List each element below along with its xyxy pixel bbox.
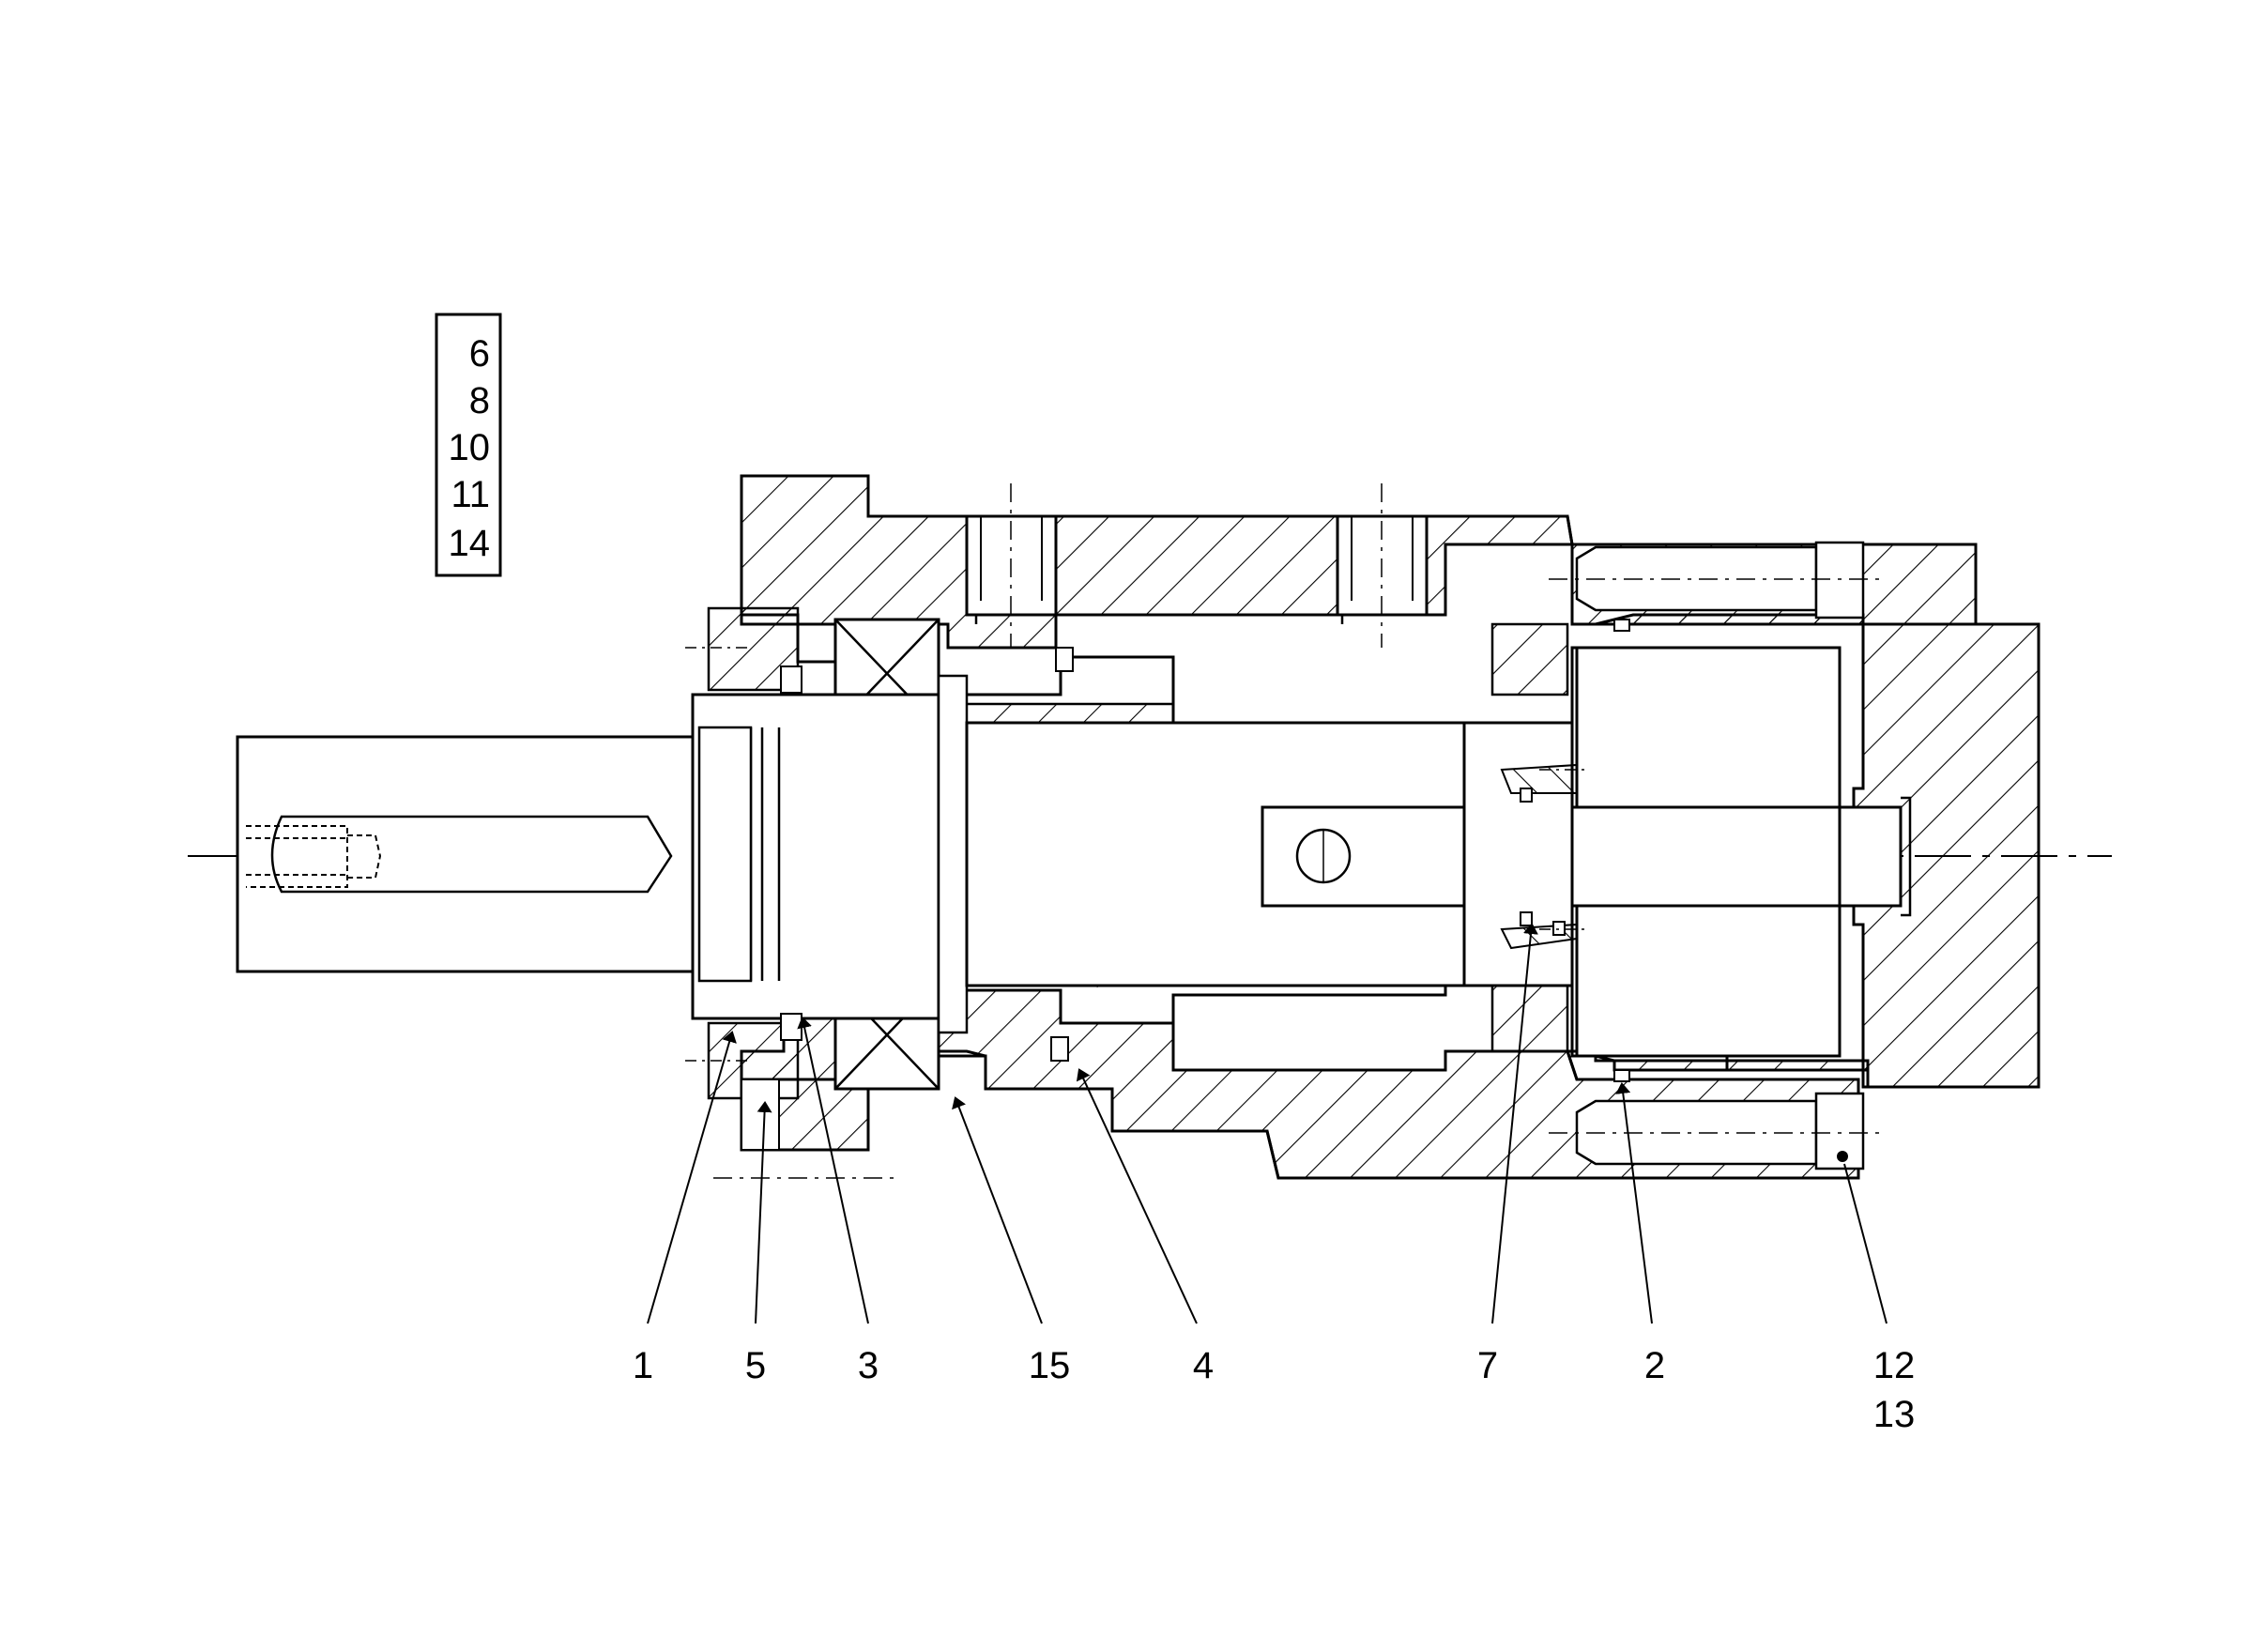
legend-item: 11 <box>451 474 490 515</box>
leader-12 <box>1843 1163 1888 1324</box>
callout-1: 1 <box>633 1345 653 1386</box>
callout-4: 4 <box>1193 1345 1214 1386</box>
callout-13: 13 <box>1873 1394 1916 1435</box>
flange-center-marks <box>685 647 1586 1179</box>
leader-3 <box>797 1017 869 1324</box>
leader-7 <box>1491 923 1538 1324</box>
leader-5 <box>755 1101 772 1324</box>
central-body <box>965 646 1912 1058</box>
leader-15 <box>952 1096 1043 1324</box>
legend-item: 6 <box>469 333 490 375</box>
callout-2: 2 <box>1644 1345 1665 1386</box>
input-shaft <box>236 735 704 973</box>
leader-lines <box>647 923 1888 1324</box>
legend-item: 8 <box>469 380 490 421</box>
legend-item: 14 <box>449 523 491 564</box>
legend-item: 10 <box>449 427 491 468</box>
callout-5: 5 <box>745 1345 766 1386</box>
port-1 <box>965 483 1058 648</box>
callout-12: 12 <box>1873 1345 1916 1386</box>
bolt-upper <box>1549 541 1887 620</box>
legend-box: 6 8 10 11 14 <box>435 313 502 577</box>
bolt-lower <box>1549 1092 1887 1170</box>
seal-details <box>780 619 1630 1082</box>
callout-3: 3 <box>858 1345 879 1386</box>
callout-labels: 1 5 3 15 4 7 2 12 13 <box>633 1345 1915 1435</box>
leader-4 <box>1076 1068 1198 1324</box>
leader-1 <box>647 1031 737 1324</box>
leader-2 <box>1615 1082 1653 1324</box>
callout-7: 7 <box>1477 1345 1498 1386</box>
coupling-hub <box>691 674 969 1034</box>
callout-15: 15 <box>1029 1345 1071 1386</box>
port-2 <box>1336 483 1429 648</box>
